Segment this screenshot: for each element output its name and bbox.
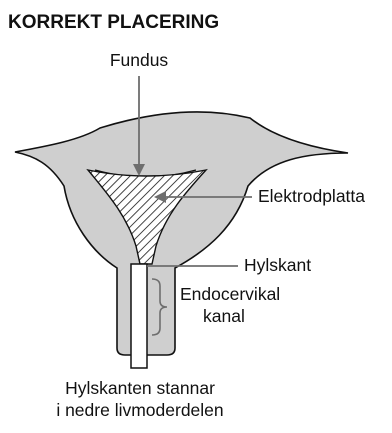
label-electrode-plate: Elektrodplatta xyxy=(258,186,365,206)
uterus-body xyxy=(15,112,348,355)
caption-line1: Hylskanten stannar xyxy=(65,378,215,398)
label-endocervical-line2: kanal xyxy=(203,306,245,326)
device-shaft xyxy=(131,264,147,368)
label-endocervical-line1: Endocervikal xyxy=(180,284,280,304)
caption-line2: i nedre livmoderdelen xyxy=(56,400,223,420)
label-fundus: Fundus xyxy=(110,50,169,70)
diagram-title: KORREKT PLACERING xyxy=(8,12,219,33)
label-sleeve-edge: Hylskant xyxy=(244,255,311,275)
